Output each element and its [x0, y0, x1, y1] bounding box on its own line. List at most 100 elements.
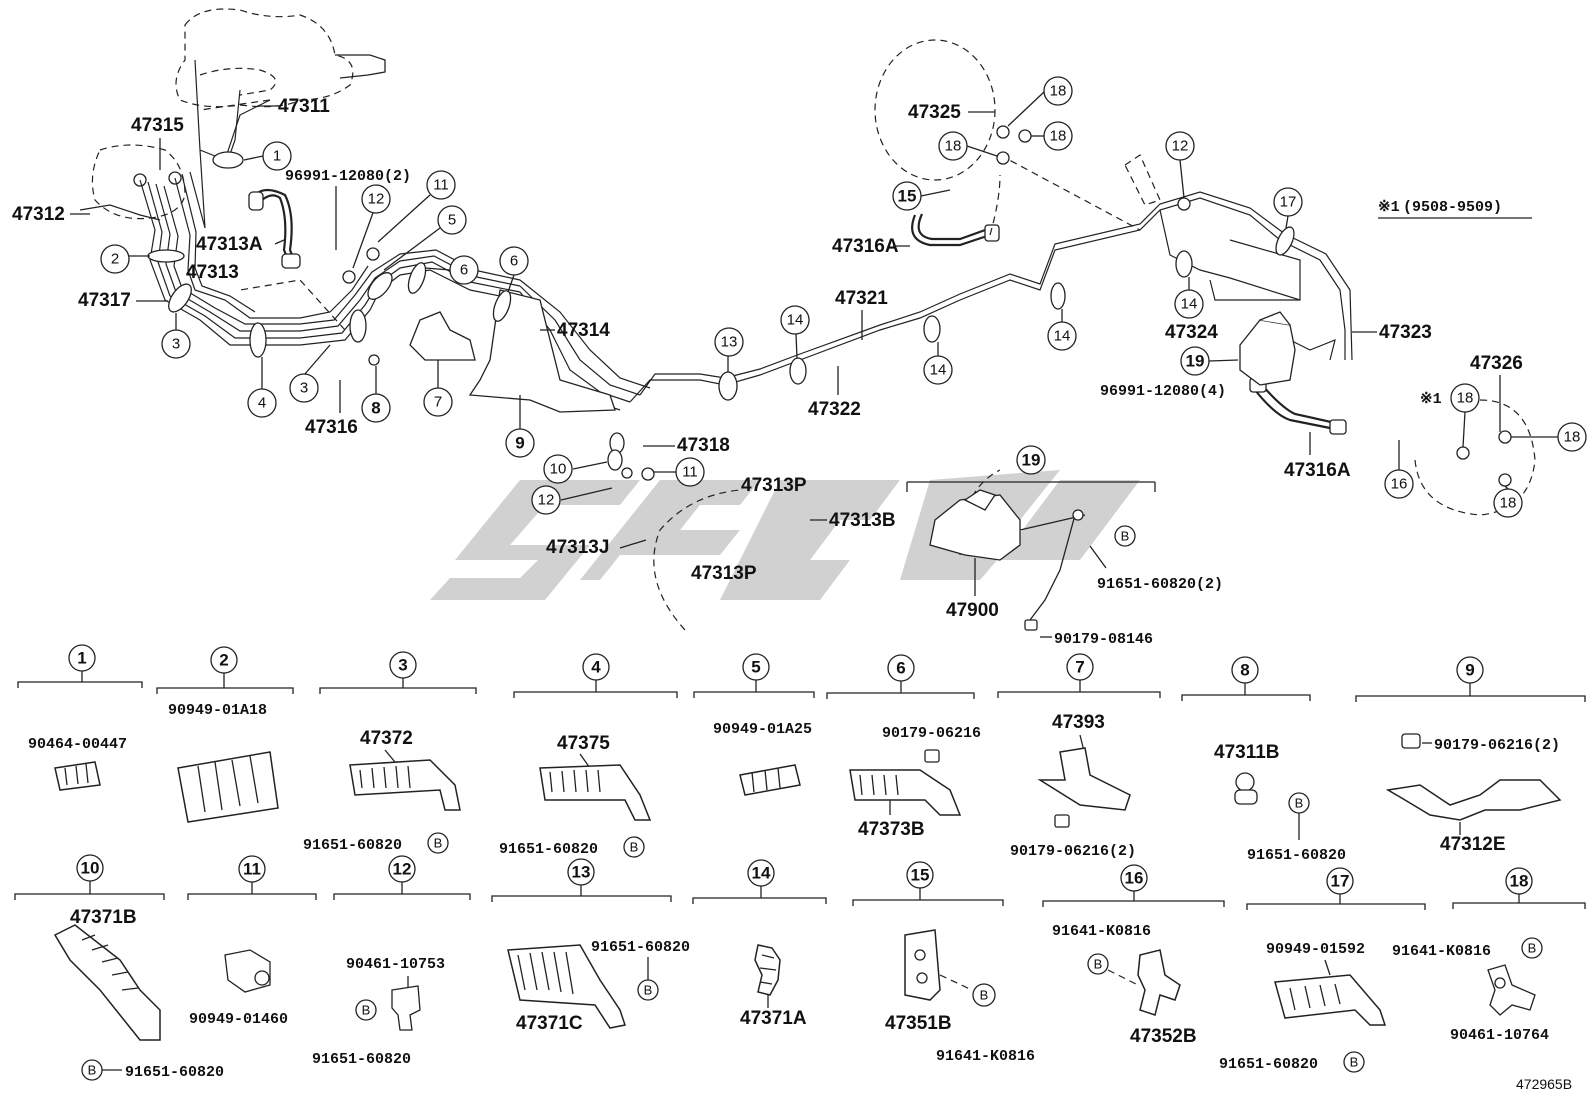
section-2: 2 90949-01A18 — [156, 646, 294, 823]
svg-text:90949-01A25: 90949-01A25 — [713, 721, 812, 738]
proportioning-valve-drawing — [1239, 311, 1296, 386]
svg-text:91651-60820: 91651-60820 — [312, 1051, 411, 1068]
svg-text:47352B: 47352B — [1130, 1026, 1197, 1047]
callout-18a: 18 — [1007, 76, 1073, 127]
master-cylinder-drawing — [91, 8, 386, 220]
callout-8: 8 — [361, 366, 391, 423]
callout-10: 10 — [543, 454, 608, 484]
note-label: ※1 — [1378, 199, 1400, 216]
svg-text:B: B — [1350, 1055, 1359, 1070]
svg-text:6: 6 — [460, 262, 468, 279]
svg-text:1: 1 — [273, 148, 281, 165]
callout-19a: 19 — [1180, 346, 1239, 376]
label-47312: 47312 — [12, 204, 65, 225]
label-96991-12080-4: 96991-12080(4) — [1100, 383, 1226, 400]
svg-text:12: 12 — [538, 492, 555, 509]
svg-text:B: B — [644, 983, 653, 998]
svg-text:90949-01592: 90949-01592 — [1266, 941, 1365, 958]
callout-18f: 18 — [1493, 485, 1523, 518]
svg-text:17: 17 — [1280, 194, 1297, 211]
svg-text:3: 3 — [300, 380, 308, 397]
svg-text:90949-01A18: 90949-01A18 — [168, 702, 267, 719]
callout-4: 4 — [247, 357, 277, 418]
svg-text:16: 16 — [1391, 476, 1408, 493]
svg-text:7: 7 — [1075, 658, 1084, 677]
svg-text:2: 2 — [111, 251, 119, 268]
note-mark: ※1 — [1420, 391, 1442, 408]
section-5: 5 90949-01A25 — [693, 653, 815, 796]
label-91651-60820-2: 91651-60820(2) — [1097, 576, 1223, 593]
svg-text:47372: 47372 — [360, 728, 413, 749]
brake-line-bundle — [79, 59, 1353, 435]
svg-text:6: 6 — [510, 253, 518, 270]
svg-text:19: 19 — [1022, 451, 1041, 470]
callout-1: 1 — [243, 141, 292, 171]
callout-18d: 18 — [1450, 383, 1480, 448]
callout-7: 7 — [423, 360, 453, 417]
svg-text:11: 11 — [243, 860, 261, 879]
section-11: 11 90949-01460 — [187, 855, 317, 1028]
svg-text:91651-60820: 91651-60820 — [1219, 1056, 1318, 1073]
callout-2: 2 — [100, 244, 150, 274]
svg-text:3: 3 — [398, 656, 407, 675]
label-47323: 47323 — [1379, 322, 1432, 343]
svg-text:18: 18 — [1500, 495, 1517, 512]
svg-text:7: 7 — [434, 394, 442, 411]
svg-text:B: B — [1094, 957, 1103, 972]
label-47313A: 47313A — [196, 234, 263, 255]
label-47311: 47311 — [278, 96, 330, 117]
label-47316A-right: 47316A — [1284, 460, 1351, 481]
svg-text:90461-10753: 90461-10753 — [346, 956, 445, 973]
svg-text:13: 13 — [572, 863, 591, 882]
svg-text:12: 12 — [1172, 138, 1189, 155]
label-47317: 47317 — [78, 290, 131, 311]
svg-text:90464-00447: 90464-00447 — [28, 736, 127, 753]
svg-text:B: B — [1121, 529, 1130, 544]
svg-text:8: 8 — [1240, 661, 1249, 680]
main-part-labels: 47311 47315 47312 47313A 47313 47317 473… — [12, 96, 1532, 648]
svg-text:19: 19 — [1186, 352, 1205, 371]
section-6: 6 90179-06216 47373B — [826, 654, 981, 840]
svg-text:10: 10 — [550, 461, 567, 478]
svg-text:14: 14 — [1054, 328, 1071, 345]
callout-9: 9 — [505, 395, 535, 458]
svg-text:11: 11 — [682, 464, 698, 481]
svg-text:47373B: 47373B — [858, 819, 925, 840]
pipe-clamp-markers — [147, 125, 1512, 487]
callout-18b: 18 — [1031, 121, 1073, 151]
svg-text:91651-60820: 91651-60820 — [1247, 847, 1346, 864]
svg-text:5: 5 — [751, 658, 760, 677]
svg-text:B: B — [630, 840, 639, 855]
callout-14c: 14 — [1047, 309, 1077, 351]
label-47313P-bottom: 47313P — [691, 563, 757, 584]
svg-text:91651-60820: 91651-60820 — [125, 1064, 224, 1081]
section-16: 16 91641-K0816 B 47352B — [1042, 864, 1225, 1047]
svg-text:9: 9 — [515, 434, 524, 453]
watermark-logo — [430, 470, 1140, 600]
section-3: 3 47372 91651-60820 B — [303, 651, 477, 854]
label-47324: 47324 — [1165, 322, 1218, 343]
svg-text:12: 12 — [393, 860, 412, 879]
legend-sections: 1 90464-00447 2 90949-01A18 3 47372 9165… — [14, 644, 1586, 1081]
svg-text:3: 3 — [172, 336, 180, 353]
svg-text:90461-10764: 90461-10764 — [1450, 1027, 1549, 1044]
label-96991-12080-2: 96991-12080(2) — [285, 168, 411, 185]
label-47322: 47322 — [808, 399, 861, 420]
document-id: 472965B — [1516, 1076, 1572, 1092]
svg-text:B: B — [362, 1003, 371, 1018]
callout-6a: 6 — [424, 255, 479, 285]
section-10: 10 47371B B 91651-60820 — [14, 854, 224, 1081]
callout-15: 15 — [892, 181, 951, 211]
valve-47900-drawing — [929, 489, 1086, 631]
svg-text:47312E: 47312E — [1440, 834, 1506, 855]
svg-text:47371A: 47371A — [740, 1008, 807, 1029]
svg-text:B: B — [88, 1063, 97, 1078]
label-47313P-top: 47313P — [741, 475, 807, 496]
svg-text:14: 14 — [930, 362, 947, 379]
label-90179-08146: 90179-08146 — [1054, 631, 1153, 648]
svg-text:91651-60820: 91651-60820 — [303, 837, 402, 854]
callout-circles: 1 2 3 3 4 5 6 6 7 8 9 10 11 11 12 12 12 … — [100, 76, 1587, 518]
callout-12b: 12 — [531, 485, 613, 515]
label-47316: 47316 — [305, 417, 358, 438]
